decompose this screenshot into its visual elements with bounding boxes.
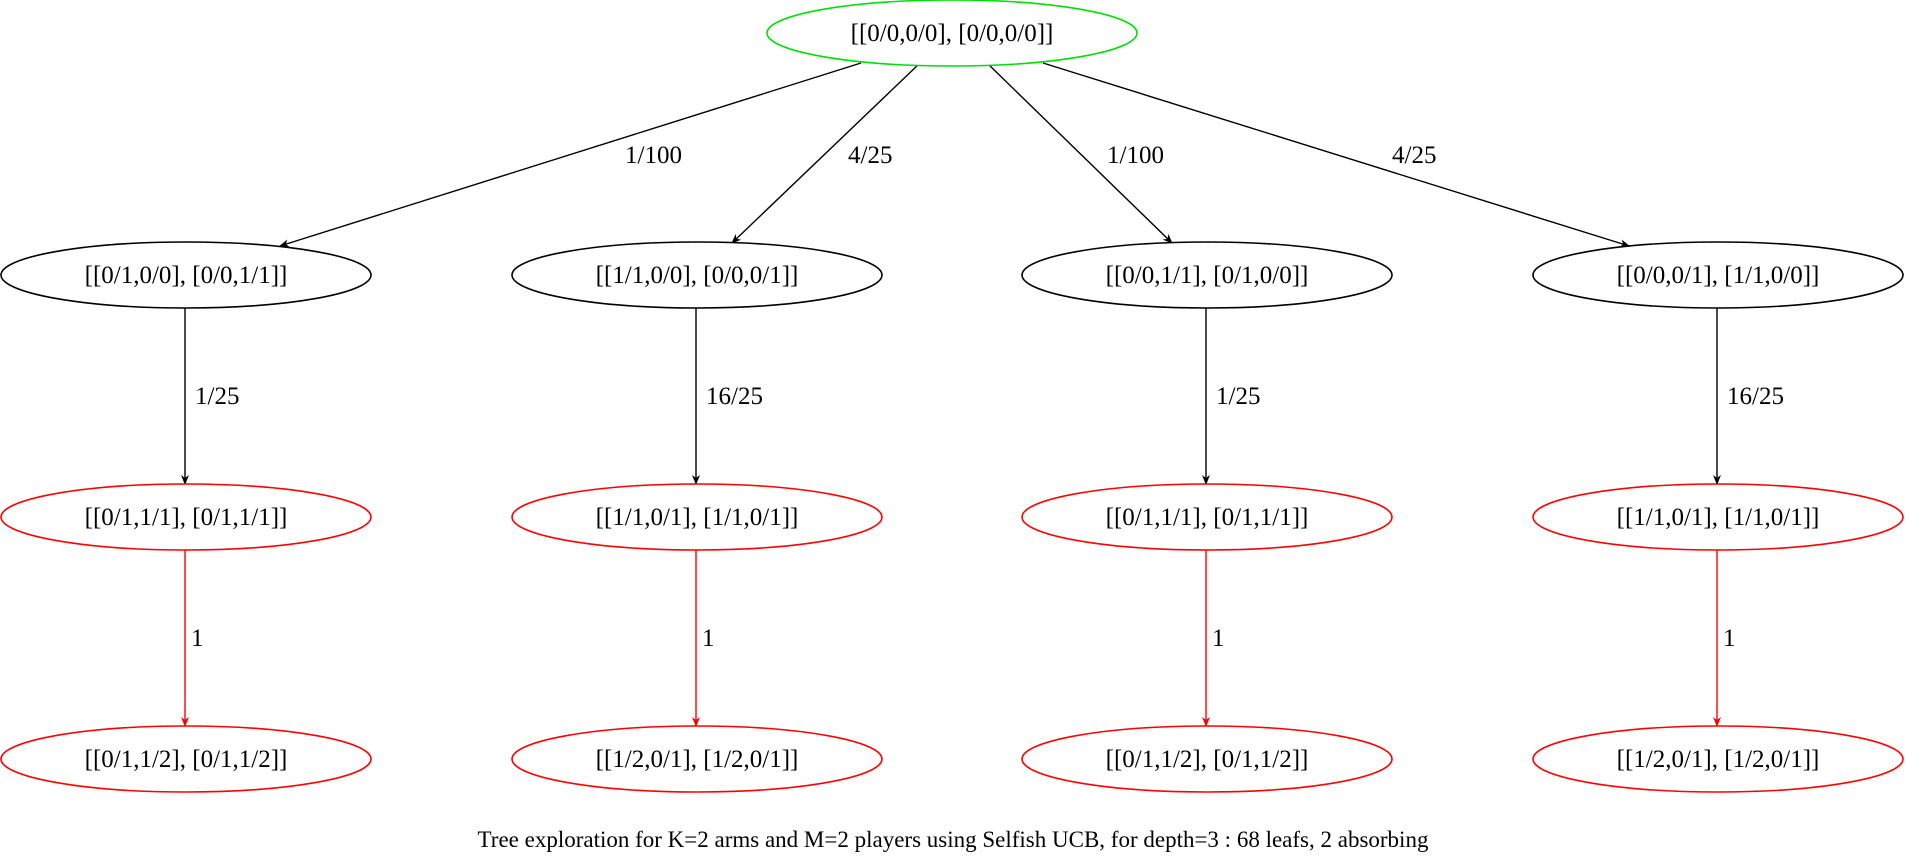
edge: 1/25: [181, 308, 239, 485]
node-label: [[0/1,1/2], [0/1,1/2]]: [85, 746, 288, 773]
edge: 16/25: [1713, 308, 1784, 485]
edge-probability-label: 1/25: [195, 383, 239, 410]
edge-probability-label: 1/100: [625, 142, 682, 169]
node-ellipse: [0, 725, 372, 793]
edge: 1: [1202, 550, 1225, 727]
node-ellipse: [0, 483, 372, 551]
level2-node: [[1/1,0/1], [1/1,0/1]]: [511, 483, 883, 551]
node-label: [[1/1,0/1], [1/1,0/1]]: [1617, 504, 1820, 531]
edge-probability-label: 1: [1212, 625, 1225, 652]
node-label: [[1/1,0/0], [0/0,0/1]]: [596, 262, 799, 289]
level2-node: [[1/1,0/1], [1/1,0/1]]: [1532, 483, 1904, 551]
node-ellipse: [1021, 241, 1393, 309]
edge-arrow: [1042, 62, 1630, 248]
node-label: [[0/0,0/1], [1/1,0/0]]: [1617, 262, 1820, 289]
node-label: [[0/0,1/1], [0/1,0/0]]: [1106, 262, 1309, 289]
edge: 1/25: [1202, 308, 1260, 485]
edge: 1: [692, 550, 715, 727]
root-node: [[0/0,0/0], [0/0,0/0]]: [766, 0, 1138, 67]
edge-probability-label: 4/25: [1392, 142, 1436, 169]
edge-probability-label: 1: [1723, 625, 1736, 652]
edge-arrow: [986, 62, 1173, 244]
node-label: [[0/0,0/0], [0/0,0/0]]: [851, 20, 1054, 47]
node-ellipse: [1021, 483, 1393, 551]
diagram-caption: Tree exploration for K=2 arms and M=2 pl…: [478, 827, 1429, 852]
level2-node: [[0/1,1/1], [0/1,1/1]]: [0, 483, 372, 551]
edge: 1/100: [986, 62, 1173, 244]
edge: 4/25: [1042, 62, 1630, 248]
node-label: [[0/1,1/1], [0/1,1/1]]: [85, 504, 288, 531]
level2-node: [[0/1,1/1], [0/1,1/1]]: [1021, 483, 1393, 551]
edge-probability-label: 1: [191, 625, 204, 652]
node-ellipse: [1021, 725, 1393, 793]
node-label: [[0/1,0/0], [0/0,1/1]]: [85, 262, 288, 289]
edge-probability-label: 1/100: [1107, 142, 1164, 169]
level1-node: [[1/1,0/0], [0/0,0/1]]: [511, 241, 883, 309]
edge: 1/100: [279, 62, 862, 248]
node-label: [[1/2,0/1], [1/2,0/1]]: [1617, 746, 1820, 773]
node-label: [[0/1,1/1], [0/1,1/1]]: [1106, 504, 1309, 531]
edge-probability-label: 16/25: [706, 383, 763, 410]
edge-arrow: [279, 62, 862, 248]
node-ellipse: [511, 241, 883, 309]
node-ellipse: [1532, 241, 1904, 309]
level3-node: [[1/2,0/1], [1/2,0/1]]: [1532, 725, 1904, 793]
node-label: [[1/2,0/1], [1/2,0/1]]: [596, 746, 799, 773]
level1-node: [[0/1,0/0], [0/0,1/1]]: [0, 241, 372, 309]
level3-node: [[1/2,0/1], [1/2,0/1]]: [511, 725, 883, 793]
node-ellipse: [1532, 483, 1904, 551]
node-label: [[1/1,0/1], [1/1,0/1]]: [596, 504, 799, 531]
edge: 16/25: [692, 308, 763, 485]
edge-probability-label: 16/25: [1727, 383, 1784, 410]
node-label: [[0/1,1/2], [0/1,1/2]]: [1106, 746, 1309, 773]
edge: 1: [181, 550, 204, 727]
level1-node: [[0/0,1/1], [0/1,0/0]]: [1021, 241, 1393, 309]
node-ellipse: [511, 483, 883, 551]
edge-probability-label: 1: [702, 625, 715, 652]
node-ellipse: [766, 0, 1138, 67]
level3-node: [[0/1,1/2], [0/1,1/2]]: [0, 725, 372, 793]
node-ellipse: [1532, 725, 1904, 793]
node-ellipse: [511, 725, 883, 793]
edge-probability-label: 4/25: [848, 142, 892, 169]
edge: 1: [1713, 550, 1736, 727]
edge-probability-label: 1/25: [1216, 383, 1260, 410]
edge: 4/25: [731, 62, 921, 244]
level1-node: [[0/0,0/1], [1/1,0/0]]: [1532, 241, 1904, 309]
level3-node: [[0/1,1/2], [0/1,1/2]]: [1021, 725, 1393, 793]
edge-arrow: [731, 62, 921, 244]
node-ellipse: [0, 241, 372, 309]
